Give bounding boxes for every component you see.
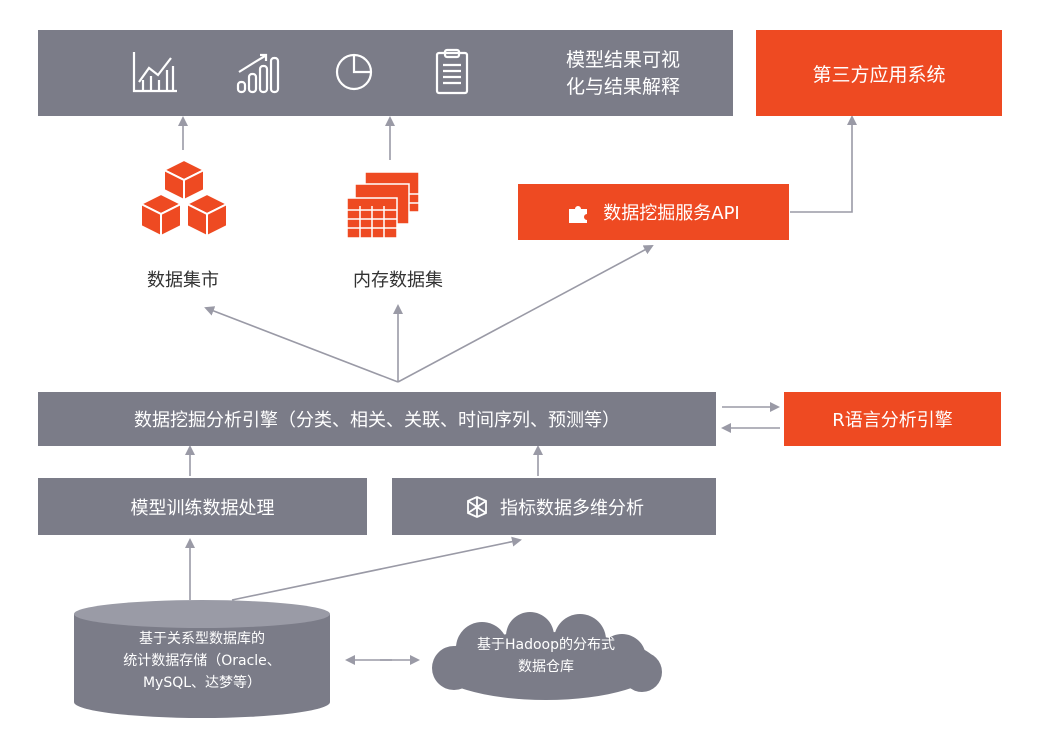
r-engine-label: R语言分析引擎 [832, 410, 953, 431]
hadoop-line1: 基于Hadoop的分布式 [476, 637, 615, 653]
cubes-icon [138, 158, 230, 238]
pie-chart-icon [335, 53, 373, 91]
olap-analysis: 指标数据多维分析 [392, 478, 716, 535]
tables-icon [346, 171, 420, 239]
visualization-panel: 模型结果可视 化与结果解释 [38, 30, 733, 116]
olap-label: 指标数据多维分析 [500, 497, 644, 519]
engine-label: 数据挖掘分析引擎（分类、相关、关联、时间序列、预测等） [134, 410, 620, 431]
third-party-label: 第三方应用系统 [812, 63, 946, 86]
viz-label-line2: 化与结果解释 [566, 76, 681, 98]
arrow-engine-to-datamart [204, 306, 399, 383]
arrow-api-to-thirdparty [790, 115, 857, 213]
db-line2: 统计数据存储（Oracle、 [123, 653, 281, 669]
hadoop-line2: 数据仓库 [518, 659, 574, 675]
mining-analysis-engine: 数据挖掘分析引擎（分类、相关、关联、时间序列、预测等） [38, 392, 716, 446]
bar-chart-icon [236, 53, 280, 94]
training-label: 模型训练数据处理 [130, 497, 275, 519]
data-mart-label: 数据集市 [147, 270, 219, 291]
mining-service-api: 数据挖掘服务API [518, 184, 789, 240]
hadoop-label: 基于Hadoop的分布式 数据仓库 [440, 634, 652, 678]
hadoop-cloud [432, 612, 662, 700]
arrow-db-to-olap [231, 536, 522, 601]
relational-db-label: 基于关系型数据库的 统计数据存储（Oracle、 MySQL、达梦等） [74, 628, 330, 694]
cube-network-icon [467, 495, 487, 518]
arrow-engine-to-api [397, 245, 654, 383]
model-training-processing: 模型训练数据处理 [38, 478, 367, 535]
api-label: 数据挖掘服务API [603, 203, 740, 224]
third-party-system: 第三方应用系统 [756, 30, 1002, 116]
db-line1: 基于关系型数据库的 [139, 631, 265, 647]
db-line3: MySQL、达梦等） [142, 675, 262, 691]
line-chart-icon [132, 52, 177, 93]
viz-label-line1: 模型结果可视 [566, 49, 681, 71]
memory-dataset-label: 内存数据集 [353, 270, 443, 291]
puzzle-icon [569, 206, 588, 223]
relational-db-cylinder [74, 600, 330, 718]
r-analysis-engine: R语言分析引擎 [784, 392, 1001, 446]
clipboard-icon [435, 48, 469, 95]
